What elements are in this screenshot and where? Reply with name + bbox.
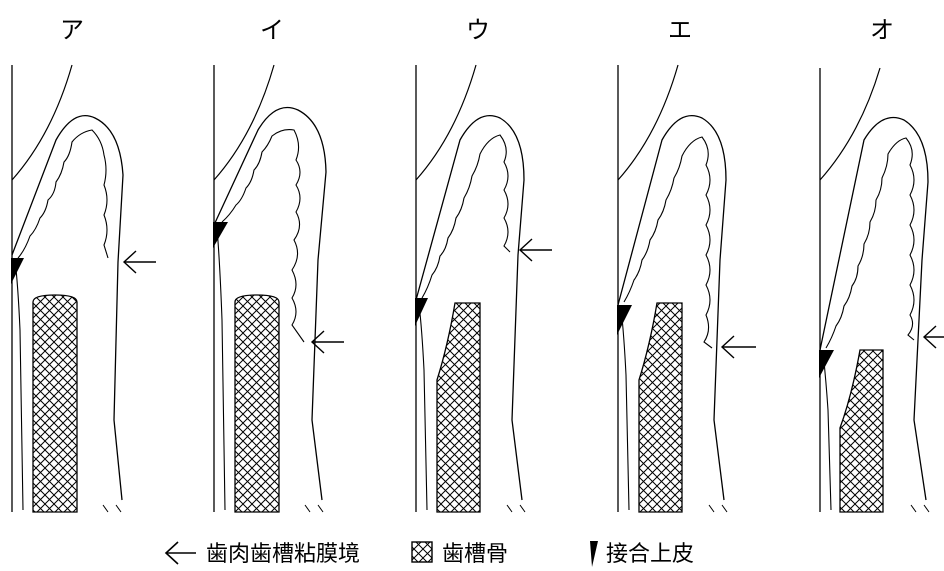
legend-alveolar-bone: 歯槽骨 bbox=[442, 542, 508, 567]
tissue-edge-lines bbox=[911, 505, 929, 512]
legend: 歯肉歯槽粘膜境 歯槽骨 接合上皮 bbox=[166, 541, 694, 567]
junctional-epithelium-marker bbox=[617, 305, 632, 335]
panel-o-label: オ bbox=[870, 16, 894, 44]
mucogingival-junction-arrow bbox=[520, 239, 552, 261]
alveolar-bone bbox=[235, 295, 279, 512]
panel-i-label: イ bbox=[260, 16, 284, 44]
panel-a-label: ア bbox=[60, 16, 84, 44]
junctional-epithelium-marker bbox=[213, 222, 228, 248]
alveolar-bone bbox=[437, 303, 480, 512]
panel-o: オ bbox=[819, 16, 944, 512]
tissue-edge-lines bbox=[507, 505, 525, 512]
junctional-epithelium-marker bbox=[819, 350, 834, 378]
tissue-edge-lines bbox=[305, 505, 323, 512]
panel-e-label: エ bbox=[668, 16, 692, 44]
mucogingival-junction-arrow bbox=[312, 331, 344, 353]
tooth-crown-curve bbox=[416, 65, 476, 180]
left-arrow-icon bbox=[166, 542, 196, 564]
epithelium-wavy-line bbox=[18, 130, 108, 258]
mucogingival-junction-arrow bbox=[124, 251, 156, 273]
panel-u: ウ bbox=[415, 16, 552, 512]
junctional-epithelium-marker bbox=[415, 298, 428, 326]
legend-junctional-epithelium: 接合上皮 bbox=[606, 542, 694, 567]
tooth-crown-curve bbox=[214, 65, 274, 180]
soft-tissue-inner-line bbox=[823, 352, 831, 510]
soft-tissue-inner-line bbox=[15, 260, 23, 510]
epithelium-wavy-line bbox=[422, 135, 510, 298]
tooth-crown-curve bbox=[618, 65, 678, 180]
legend-mucogingival-junction: 歯肉歯槽粘膜境 bbox=[206, 542, 360, 567]
tissue-edge-lines bbox=[103, 505, 121, 512]
alveolar-bone bbox=[639, 303, 682, 512]
epithelium-wavy-line bbox=[826, 138, 914, 348]
alveolar-bone bbox=[33, 295, 77, 512]
mucogingival-junction-arrow bbox=[924, 326, 944, 348]
crosshatch-swatch-icon bbox=[412, 542, 432, 562]
tissue-edge-lines bbox=[709, 505, 727, 512]
soft-tissue-inner-line bbox=[621, 308, 629, 510]
panel-a: ア bbox=[11, 16, 156, 512]
tooth-crown-curve bbox=[12, 65, 72, 180]
soft-tissue-inner-line bbox=[419, 304, 427, 510]
panel-u-label: ウ bbox=[466, 16, 490, 44]
panel-e: エ bbox=[617, 16, 756, 512]
panel-i: イ bbox=[213, 16, 344, 512]
tooth-crown-curve bbox=[820, 68, 880, 180]
epithelium-wedge-icon bbox=[590, 541, 598, 567]
alveolar-bone bbox=[840, 350, 883, 512]
mucogingival-junction-arrow bbox=[722, 336, 756, 358]
soft-tissue-inner-line bbox=[217, 228, 225, 510]
